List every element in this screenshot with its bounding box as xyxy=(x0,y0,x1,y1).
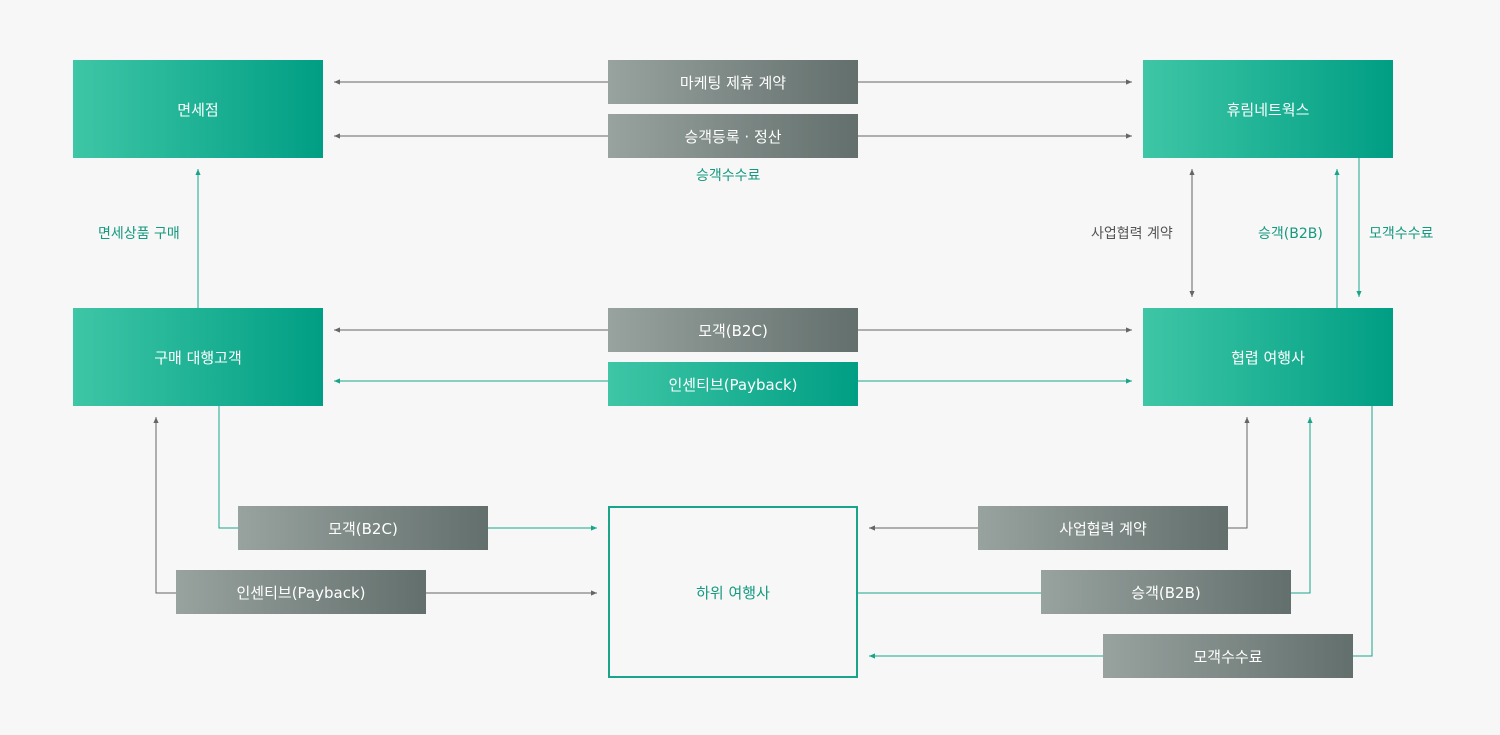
flow-incentive-mid-label: 인센티브(Payback) xyxy=(668,375,798,394)
flow-recruit-fee-low: 모객수수료 xyxy=(1103,634,1353,678)
label-passenger-b2b: 승객(B2B) xyxy=(1258,226,1323,242)
flow-recruit-b2c-mid-label: 모객(B2C) xyxy=(698,321,768,340)
label-recruit-fee: 모객수수료 xyxy=(1369,226,1434,242)
flow-biz-contract-low-label: 사업협력 계약 xyxy=(1059,519,1147,538)
label-biz-contract: 사업협력 계약 xyxy=(1091,226,1173,242)
flow-incentive-low-label: 인센티브(Payback) xyxy=(236,583,366,602)
flow-incentive-low: 인센티브(Payback) xyxy=(176,570,426,614)
flow-marketing-label: 마케팅 제휴 계약 xyxy=(679,73,787,92)
flow-incentive-mid: 인센티브(Payback) xyxy=(608,362,858,406)
flow-passenger-b2b-low: 승객(B2B) xyxy=(1041,570,1291,614)
node-partner-agency-label: 협렵 여행사 xyxy=(1231,348,1305,367)
flow-register-settle-label: 승객등록 · 정산 xyxy=(684,127,782,146)
line-partner-to-fee xyxy=(1353,406,1373,657)
node-hurim-label: 휴림네트웍스 xyxy=(1226,100,1310,119)
node-sub-agency-label: 하위 여행사 xyxy=(696,583,770,602)
node-partner-agency: 협렵 여행사 xyxy=(1143,308,1393,406)
flow-recruit-b2c-low: 모객(B2C) xyxy=(238,506,488,550)
node-buyer: 구매 대행고객 xyxy=(73,308,323,406)
node-duty-free: 면세점 xyxy=(73,60,323,158)
arrow-incentive-to-buyer xyxy=(153,417,176,594)
label-duty-free-purchase: 면세상품 구매 xyxy=(98,226,180,242)
arrow-biz-to-partner xyxy=(1228,417,1250,529)
node-sub-agency: 하위 여행사 xyxy=(608,506,858,678)
flow-recruit-fee-low-label: 모객수수료 xyxy=(1193,647,1263,666)
flow-passenger-b2b-low-label: 승객(B2B) xyxy=(1131,583,1201,602)
node-duty-free-label: 면세점 xyxy=(177,100,219,119)
flow-biz-contract-low: 사업협력 계약 xyxy=(978,506,1228,550)
label-passenger-fee: 승객수수료 xyxy=(696,168,761,184)
flow-recruit-b2c-mid: 모객(B2C) xyxy=(608,308,858,352)
node-buyer-label: 구매 대행고객 xyxy=(154,348,242,367)
line-buyer-to-b2c xyxy=(218,406,238,529)
arrow-b2b-to-partner xyxy=(1291,417,1313,594)
flow-marketing: 마케팅 제휴 계약 xyxy=(608,60,858,104)
node-hurim: 휴림네트웍스 xyxy=(1143,60,1393,158)
flow-register-settle: 승객등록 · 정산 xyxy=(608,114,858,158)
flow-recruit-b2c-low-label: 모객(B2C) xyxy=(328,519,398,538)
